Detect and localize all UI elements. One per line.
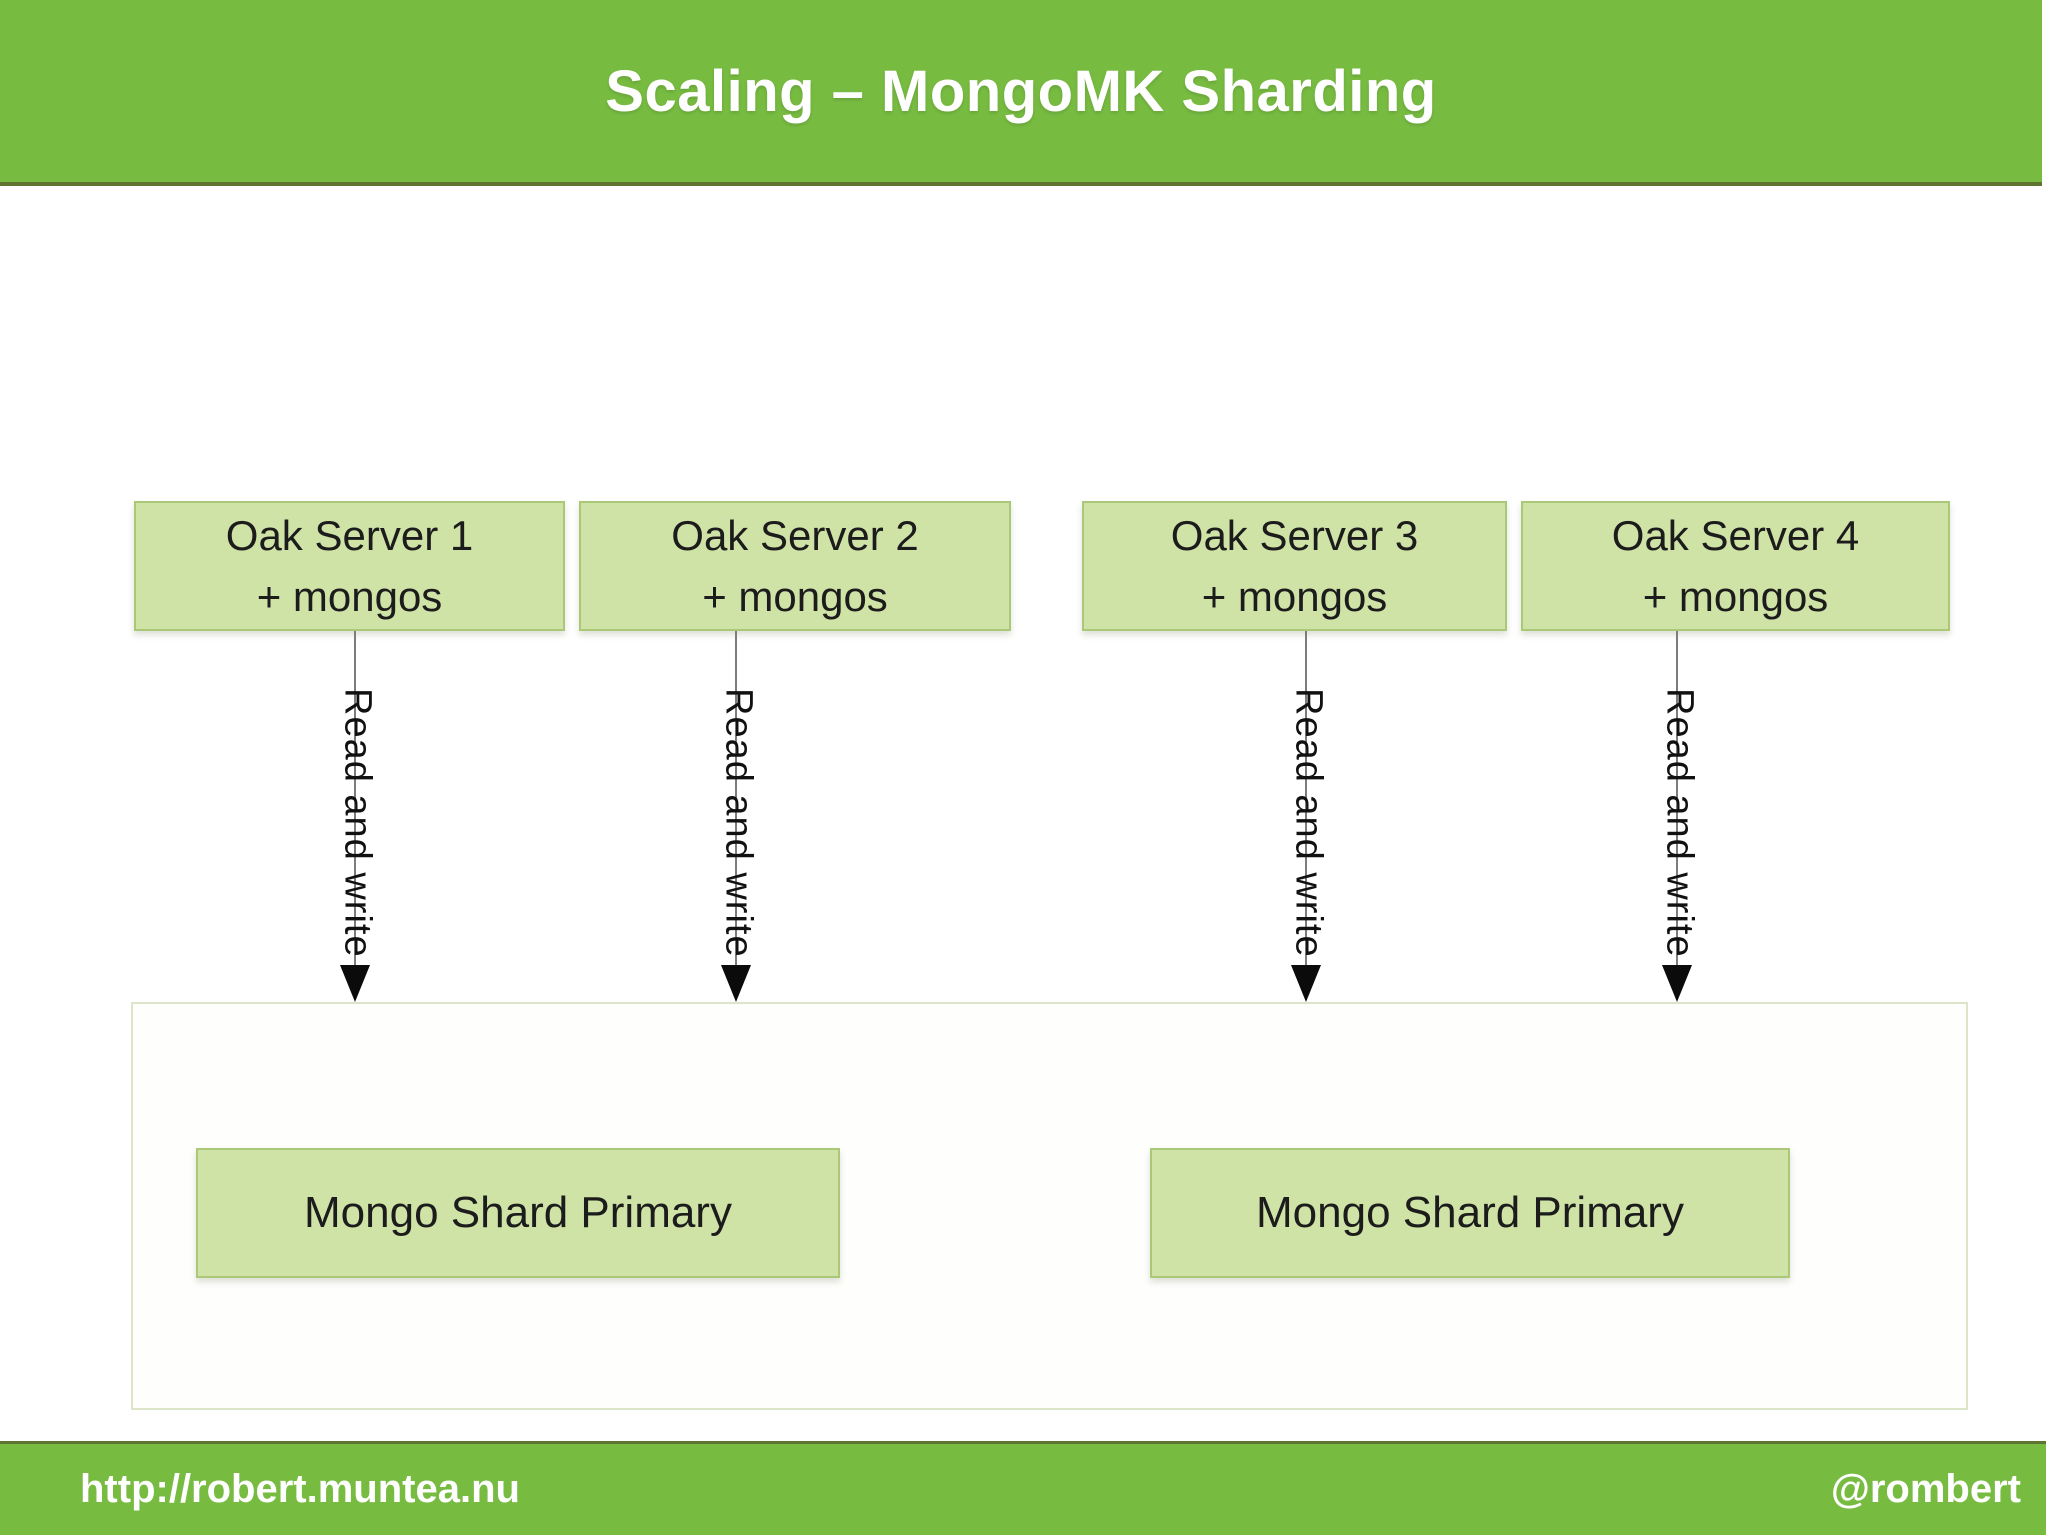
arrow-label-2: Read and write (717, 688, 760, 958)
arrow-head-icon (1291, 965, 1321, 1002)
slide-title: Scaling – MongoMK Sharding (605, 58, 1437, 124)
arrow-line-1 (354, 631, 356, 1000)
oak-server-1-subtitle: + mongos (256, 573, 443, 620)
arrow-line-4 (1676, 631, 1678, 1000)
oak-server-2-subtitle: + mongos (702, 573, 888, 620)
arrow-label-3: Read and write (1287, 688, 1330, 958)
slide-header: Scaling – MongoMK Sharding (0, 0, 2042, 186)
mongo-shard-primary-2-box: Mongo Shard Primary (1150, 1148, 1790, 1278)
arrow-head-icon (340, 965, 370, 1002)
oak-server-3-box: Oak Server 3 + mongos (1082, 501, 1507, 631)
footer-twitter-handle: @rombert (1830, 1467, 2021, 1511)
oak-server-1-box: Oak Server 1 + mongos (134, 501, 565, 631)
oak-server-3-subtitle: + mongos (1201, 573, 1388, 620)
mongo-shard-primary-1-box: Mongo Shard Primary (196, 1148, 840, 1278)
arrow-label-4: Read and write (1658, 688, 1701, 958)
arrow-head-icon (721, 965, 751, 1002)
oak-server-4-box: Oak Server 4 + mongos (1521, 501, 1950, 631)
arrow-label-1: Read and write (336, 688, 379, 958)
footer-url: http://robert.muntea.nu (80, 1467, 520, 1511)
slide-footer: http://robert.muntea.nu @rombert (0, 1441, 2046, 1535)
oak-server-1-title: Oak Server 1 (225, 512, 474, 559)
oak-server-2-title: Oak Server 2 (671, 512, 919, 559)
mongo-shard-primary-2-label: Mongo Shard Primary (1256, 1188, 1684, 1237)
oak-server-4-title: Oak Server 4 (1611, 512, 1860, 559)
mongo-shard-primary-1-label: Mongo Shard Primary (304, 1188, 732, 1237)
arrow-line-2 (735, 631, 737, 1000)
arrow-head-icon (1662, 965, 1692, 1002)
oak-server-3-title: Oak Server 3 (1170, 512, 1419, 559)
arrow-line-3 (1305, 631, 1307, 1000)
oak-server-2-box: Oak Server 2 + mongos (579, 501, 1011, 631)
oak-server-4-subtitle: + mongos (1642, 573, 1829, 620)
